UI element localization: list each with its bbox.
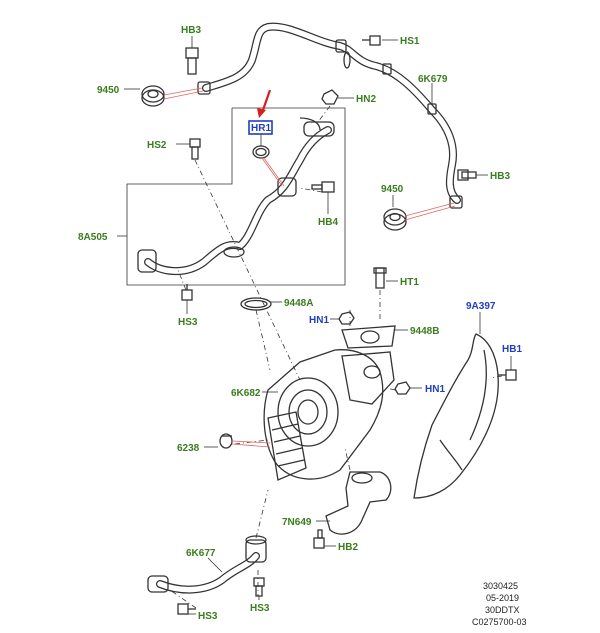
label-hs3-bottom-left: HS3 [198,611,218,622]
stamp-line-4: C0275700-03 [472,617,527,627]
stud-ht1 [373,267,398,289]
red-pointer-arrow [257,89,272,118]
label-hn1-left: HN1 [309,315,329,326]
label-hb1: HB1 [502,344,522,355]
assembly-frame [126,107,346,286]
stamp-line-2: 05-2019 [486,593,519,603]
bolt-hb4 [311,181,335,214]
label-hb3-top: HB3 [181,25,201,36]
banjo-bolt-hb3-top [185,36,199,75]
assembly-centre-lines [169,105,503,609]
label-6238: 6238 [177,443,200,454]
oil-return-pipe-8a505 [137,117,335,276]
sealing-ring-hr1 [252,134,270,159]
bolt-hs1 [362,35,398,46]
label-7n649: 7N649 [282,517,312,528]
reference-stamp: 3030425 05-2019 30DDTX C0275700-03 [472,581,527,627]
label-hb4: HB4 [318,217,338,228]
label-hs3-mid: HS3 [178,317,198,328]
label-hn1-right: HN1 [425,384,445,395]
label-6k679: 6K679 [418,74,448,85]
nut-hn2 [321,89,354,105]
label-hb2: HB2 [338,542,358,553]
label-8a505: 8A505 [78,232,108,243]
oil-drain-pipe-6k677 [147,535,267,594]
label-hr1: HR1 [251,123,271,134]
banjo-bolt-hb3-right [457,169,488,181]
clip-6238 [204,433,233,449]
label-9448a: 9448A [284,298,313,309]
bolt-hs3-mid [181,284,193,314]
bolt-hb2 [313,529,336,549]
nut-hn1-right [394,381,422,395]
label-hn2: HN2 [356,94,376,105]
label-hs3-bottom: HS3 [250,603,270,614]
stamp-line-1: 3030425 [483,581,518,591]
oil-feed-pipe-6k679 [197,22,463,209]
turbocharger-6k682 [262,349,395,481]
red-leader-lines [163,87,456,448]
gasket-9448b [341,325,408,349]
label-9448b: 9448B [410,326,439,337]
bolt-hs2 [176,138,201,160]
label-ht1: HT1 [400,277,419,288]
label-hs2: HS2 [147,140,167,151]
label-9450-right: 9450 [381,184,404,195]
label-6k677: 6K677 [186,548,216,559]
label-hb3-right: HB3 [490,171,510,182]
bolt-hb1 [498,356,517,381]
washer-9450-right [383,195,407,231]
label-9450-left: 9450 [97,85,120,96]
heat-shield-9a397 [413,312,499,499]
hr1-highlight-box [248,120,273,135]
bolt-hs3-bottom [253,577,265,600]
gasket-9448a [240,297,282,311]
label-6k682: 6K682 [231,388,261,399]
stamp-line-3: 30DDTX [485,605,520,615]
bracket-7n649 [316,471,392,535]
label-9a397: 9A397 [466,301,496,312]
washer-9450-left [124,85,165,107]
bolt-hs3-bottom-left [177,603,196,615]
label-hs1: HS1 [400,36,420,47]
